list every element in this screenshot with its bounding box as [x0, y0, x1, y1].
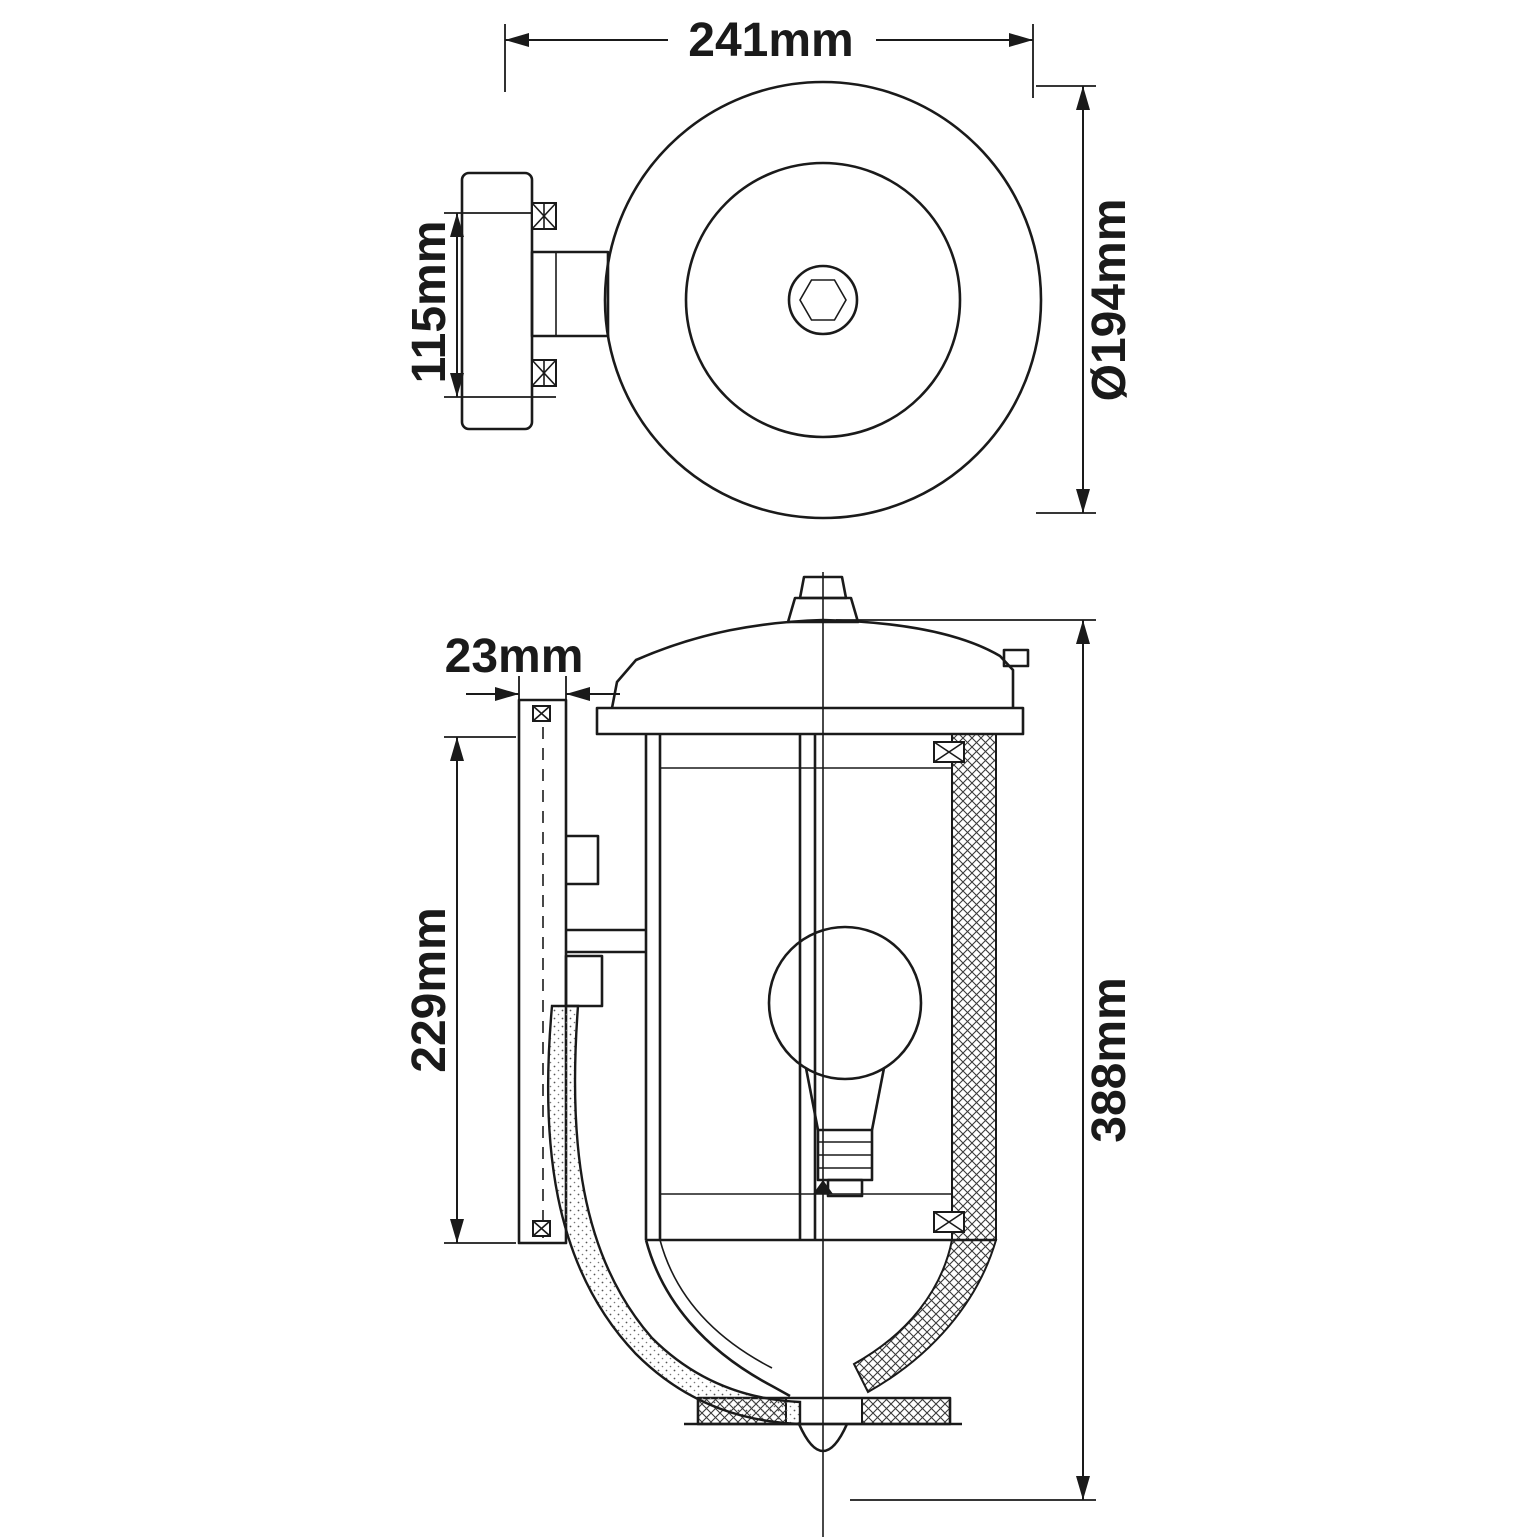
mount-screw-bottom	[532, 1220, 551, 1237]
dim-side-backplate-height: 229mm	[403, 736, 516, 1244]
outer-rim-circle	[603, 80, 1043, 520]
dim-label-backplate-depth: 23mm	[445, 630, 584, 683]
dim-overall-width: 241mm	[504, 14, 1034, 98]
inner-rim-circle	[684, 161, 962, 439]
finial-base	[786, 596, 860, 624]
base-plate-hatch-right	[861, 1397, 951, 1425]
section-cut-wall	[951, 733, 997, 1241]
dim-label-backplate-height: 115mm	[403, 221, 456, 384]
arm-bracket-upper	[566, 834, 600, 886]
side-view-body	[644, 733, 997, 1242]
dim-label-overall-width: 241mm	[688, 14, 853, 67]
screw-boss-top	[531, 202, 557, 230]
top-view-arm	[530, 250, 610, 338]
dim-label-overall-height: 388mm	[1083, 977, 1136, 1142]
dim-label-side-backplate-height: 229mm	[403, 907, 456, 1072]
mount-screw-top	[532, 705, 551, 722]
screw-boss-bottom	[531, 359, 557, 387]
section-cut-funnel	[852, 1239, 998, 1394]
section-screw-top	[933, 741, 965, 763]
side-view-arm	[546, 834, 802, 1426]
dim-label-diameter: Ø194mm	[1083, 199, 1136, 402]
scroll-arm	[546, 1004, 802, 1426]
finial-circle	[787, 264, 859, 336]
finial-hex-nut	[799, 279, 847, 321]
dim-overall-height: 388mm	[836, 619, 1136, 1501]
cornice	[595, 706, 1025, 736]
socket-clamp	[813, 1180, 833, 1194]
side-view-roof	[595, 575, 1030, 736]
roof-tab	[1002, 648, 1030, 668]
side-view: 23mm 229mm	[403, 572, 1136, 1537]
top-view: 241mm 115mm	[403, 14, 1136, 520]
bottom-finial	[797, 1423, 849, 1453]
bulb-globe	[767, 925, 923, 1081]
side-view-bottom	[644, 1239, 998, 1453]
top-view-backplate	[460, 171, 557, 431]
dim-backplate-depth: 23mm	[445, 630, 620, 748]
light-bulb	[767, 925, 923, 1198]
arm-bracket-lower	[564, 954, 604, 1008]
section-screw-bottom	[933, 1211, 965, 1233]
top-view-lantern	[603, 80, 1043, 520]
dim-diameter: Ø194mm	[1036, 85, 1136, 514]
